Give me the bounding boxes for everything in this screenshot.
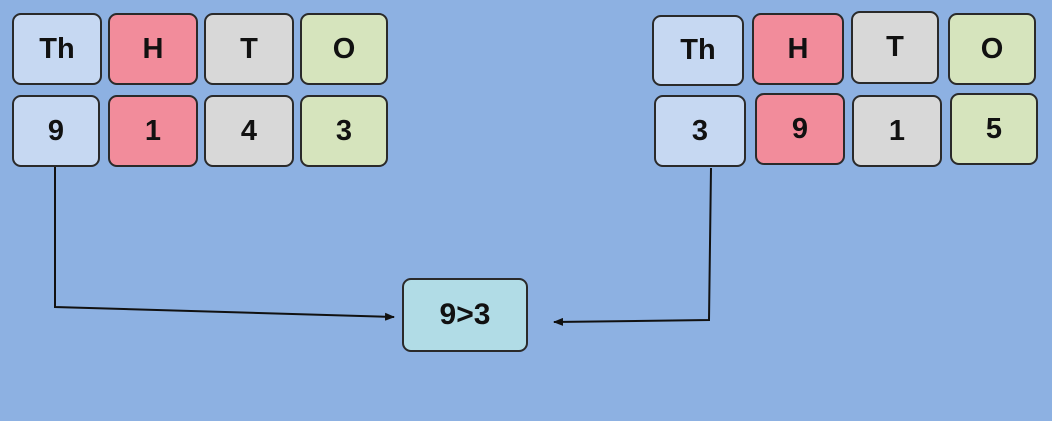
left-hundreds-header: H [108, 13, 198, 85]
right-tens-digit: 1 [852, 95, 942, 167]
left-thousands-header: Th [12, 13, 102, 85]
right-hundreds-digit: 9 [755, 93, 845, 165]
left-thousands-digit: 9 [12, 95, 100, 167]
right-ones-digit: 5 [950, 93, 1038, 165]
left-connector-arrow [54, 167, 395, 321]
right-hundreds-header: H [752, 13, 844, 85]
right-thousands-header: Th [652, 15, 744, 86]
left-tens-header: T [204, 13, 294, 85]
left-hundreds-digit: 1 [108, 95, 198, 167]
left-ones-digit: 3 [300, 95, 388, 167]
right-tens-header: T [851, 11, 939, 84]
left-tens-digit: 4 [204, 95, 294, 167]
right-thousands-digit: 3 [654, 95, 746, 167]
right-ones-header: O [948, 13, 1036, 85]
right-connector-arrow [553, 167, 712, 326]
left-ones-header: O [300, 13, 388, 85]
comparison-result-box: 9>3 [402, 278, 528, 352]
